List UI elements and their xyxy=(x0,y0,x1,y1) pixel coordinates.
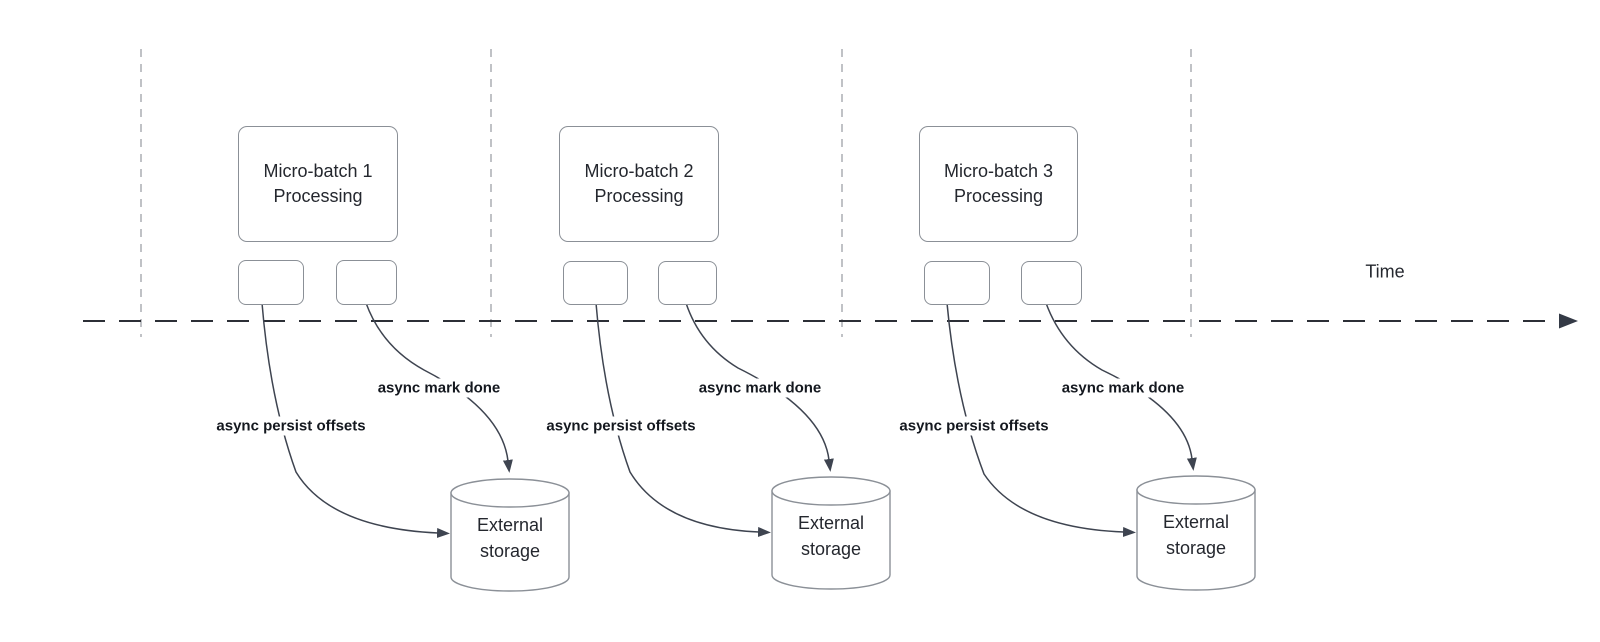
batch-3-small-box-right xyxy=(1021,261,1082,305)
persist-offsets-label-1: async persist offsets xyxy=(213,416,369,436)
external-storage-cylinder-1 xyxy=(450,478,570,592)
batch-1-small-box-left xyxy=(238,260,304,305)
batch-3-small-box-left xyxy=(924,261,990,305)
batch-1-processing-box: Micro-batch 1 Processing xyxy=(238,126,398,242)
persist-offsets-arrow-3 xyxy=(946,302,1136,537)
time-label: Time xyxy=(1365,261,1405,282)
persist-offsets-label-3: async persist offsets xyxy=(896,416,1052,436)
mark-done-arrow-2 xyxy=(685,302,834,472)
mark-done-arrow-1 xyxy=(365,302,513,473)
batch-2-small-box-left xyxy=(563,261,628,305)
external-storage-cylinder-3 xyxy=(1136,475,1256,591)
mark-done-label-3: async mark done xyxy=(1058,378,1188,398)
persist-offsets-arrow-2 xyxy=(595,302,771,537)
timeline-arrowhead-icon xyxy=(1559,313,1578,329)
mark-done-arrow-3 xyxy=(1045,302,1197,471)
persist-offsets-arrow-1 xyxy=(261,302,450,538)
mark-done-label-1: async mark done xyxy=(374,378,504,398)
mark-done-label-2: async mark done xyxy=(695,378,825,398)
batch-3-processing-box: Micro-batch 3 Processing xyxy=(919,126,1078,242)
batch-1-small-box-right xyxy=(336,260,397,305)
batch-2-small-box-right xyxy=(658,261,717,305)
batch-2-processing-box: Micro-batch 2 Processing xyxy=(559,126,719,242)
external-storage-cylinder-2 xyxy=(771,476,891,590)
persist-offsets-label-2: async persist offsets xyxy=(543,416,699,436)
